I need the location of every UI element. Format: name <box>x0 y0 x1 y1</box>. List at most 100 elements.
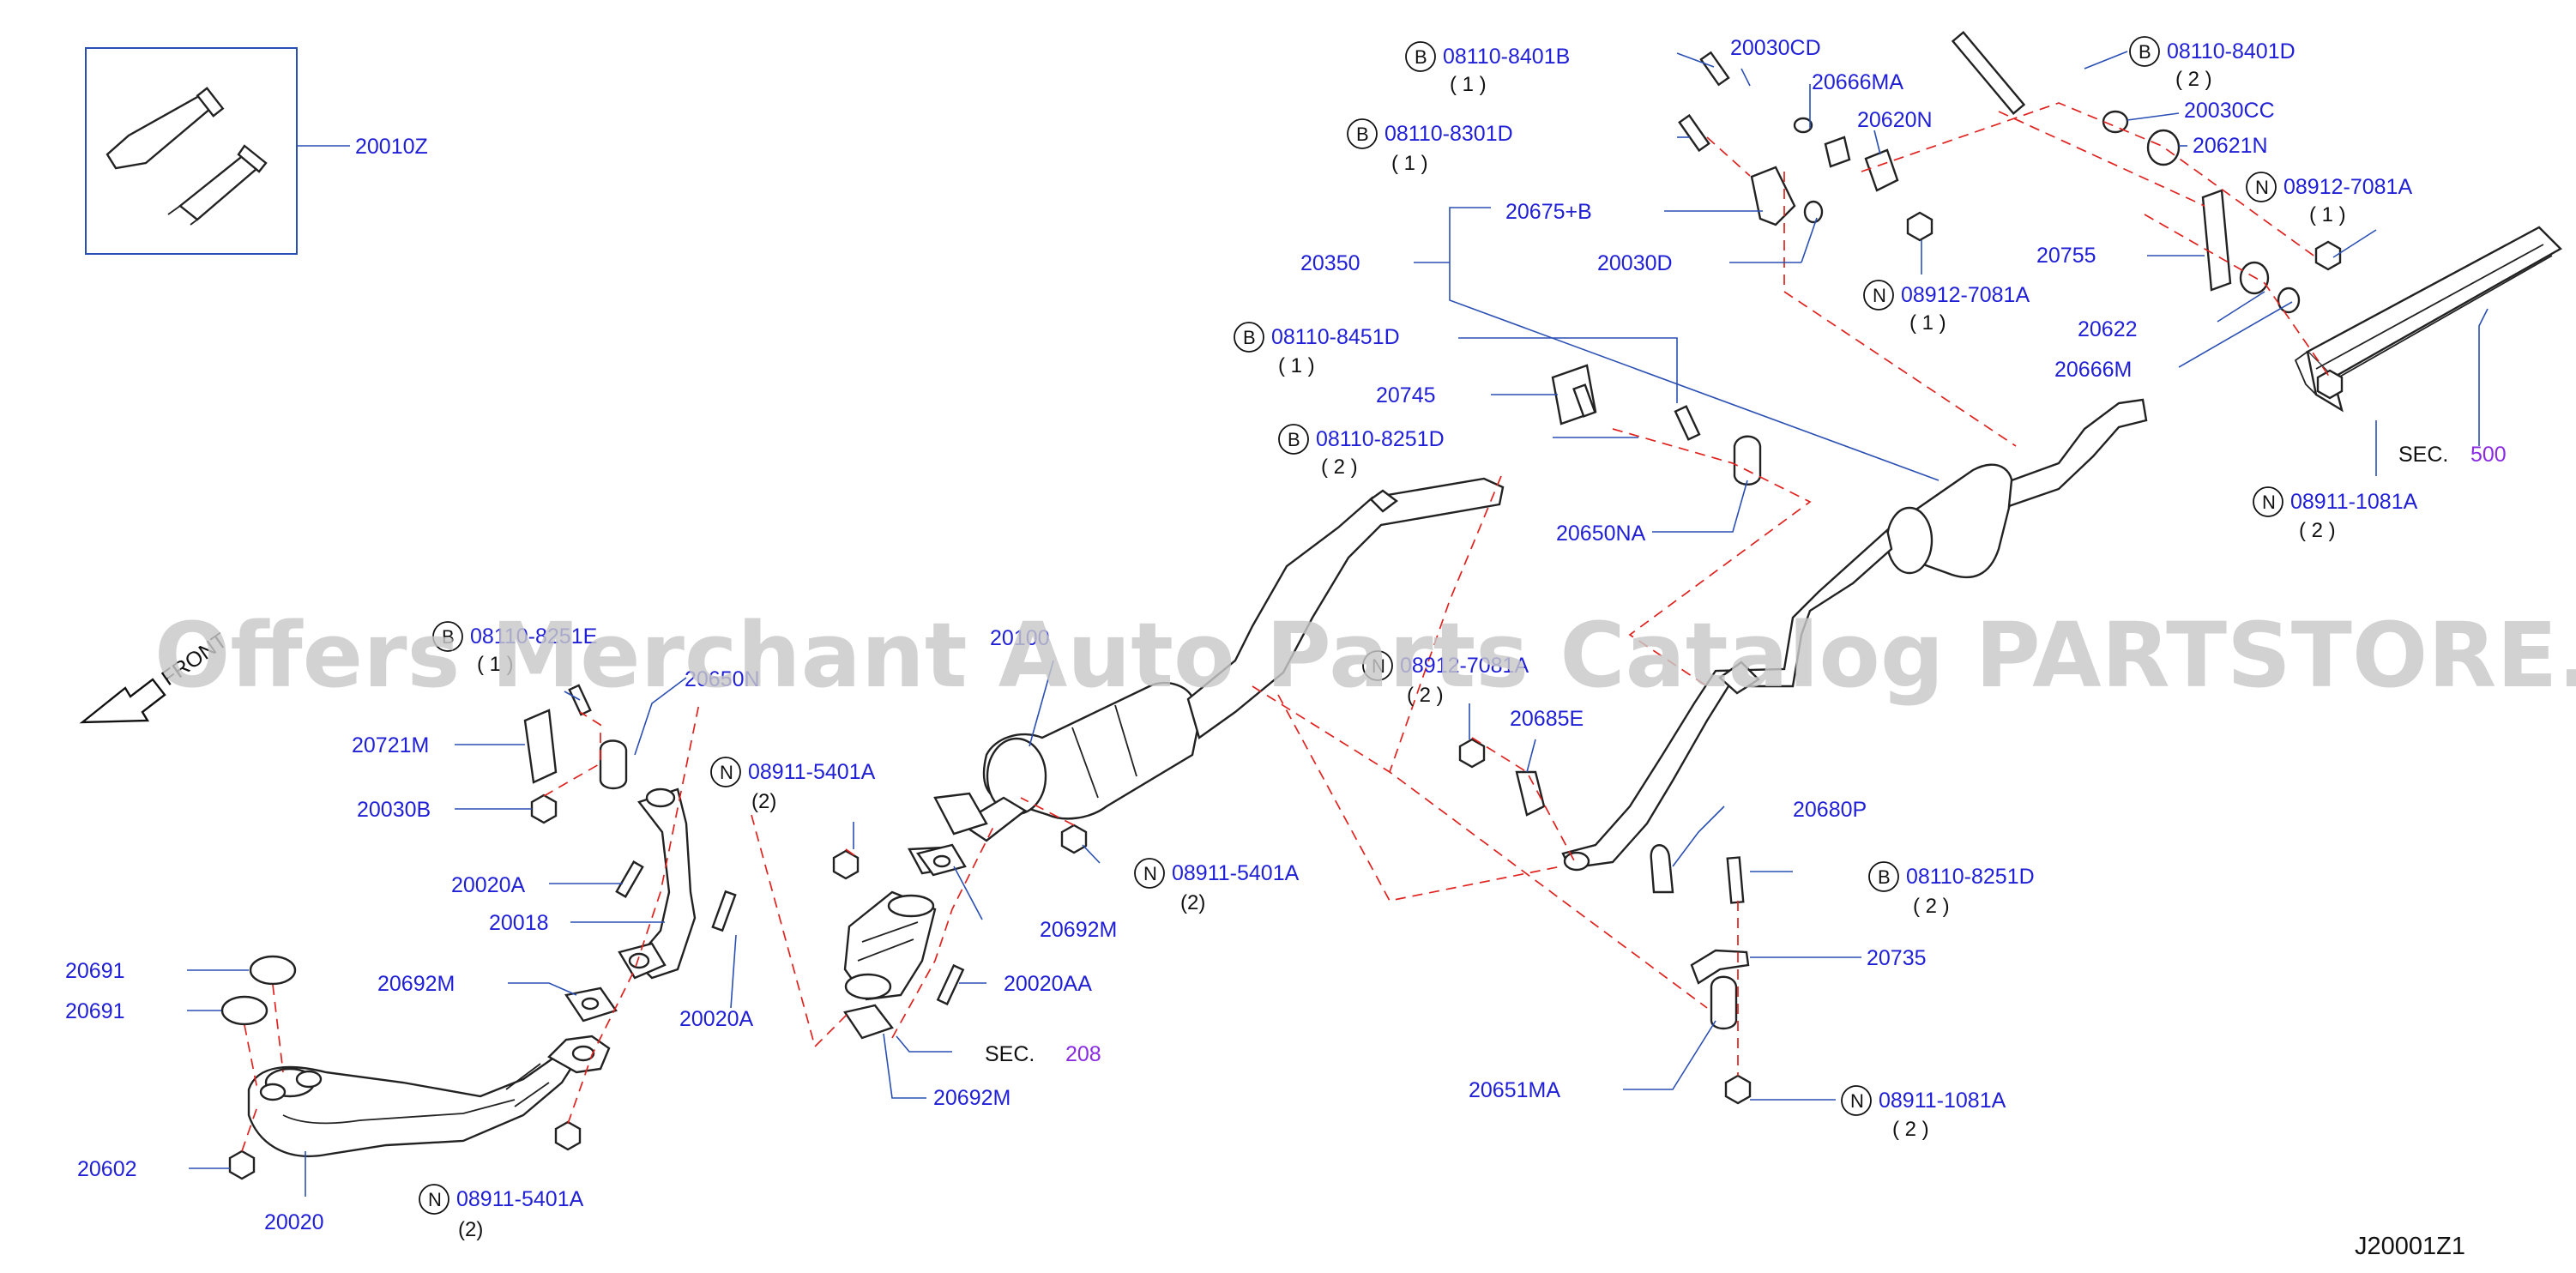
callout-08110-8401D[interactable]: B 08110-8401D ( 2 ) <box>2129 36 2295 91</box>
callout-20621N[interactable]: 20621N <box>2193 134 2268 158</box>
callout-08911-1081A-a[interactable]: N 08911-1081A ( 2 ) <box>2253 486 2418 542</box>
callout-08110-8251D-b[interactable]: B 08110-8251D ( 2 ) <box>1868 861 2035 918</box>
callout-08911-5401A-a[interactable]: N 08911-5401A (2) <box>419 1184 584 1241</box>
svg-text:B: B <box>442 626 455 648</box>
svg-text:08911-5401A: 08911-5401A <box>1172 861 1300 885</box>
center-converter-pipe <box>933 477 1505 842</box>
callout-20020A-a[interactable]: 20020A <box>451 873 526 897</box>
svg-text:(2): (2) <box>1180 891 1205 914</box>
svg-text:N: N <box>428 1189 442 1210</box>
callout-08911-5401A-b[interactable]: N 08911-5401A (2) <box>710 757 876 813</box>
callout-20030B[interactable]: 20030B <box>357 798 431 822</box>
callout-20018[interactable]: 20018 <box>489 911 549 935</box>
leader-lines <box>187 51 2489 1197</box>
callout-08912-7081A-a[interactable]: N 08912-7081A ( 1 ) <box>2246 172 2412 226</box>
svg-text:( 2 ): ( 2 ) <box>1913 895 1950 918</box>
callout-20692M-c[interactable]: 20692M <box>933 1086 1010 1110</box>
callout-20685E[interactable]: 20685E <box>1510 707 1584 731</box>
assembly-dashed-lines <box>241 102 2331 1152</box>
callout-20666M[interactable]: 20666M <box>2054 358 2132 382</box>
svg-text:N: N <box>1143 863 1157 884</box>
callout-08110-8301D[interactable]: B 08110-8301D ( 1 ) <box>1347 118 1513 175</box>
svg-text:08912-7081A: 08912-7081A <box>2283 175 2412 199</box>
callout-20030CD[interactable]: 20030CD <box>1730 36 1821 60</box>
svg-text:SEC.: SEC. <box>2398 443 2448 467</box>
callout-20030CC[interactable]: 20030CC <box>2184 99 2275 123</box>
front-arrow-icon <box>79 678 166 724</box>
svg-text:08110-8301D: 08110-8301D <box>1385 122 1513 146</box>
svg-text:B: B <box>2139 41 2151 63</box>
callout-20692M-b[interactable]: 20692M <box>1040 918 1117 942</box>
svg-text:N: N <box>720 762 733 783</box>
callout-20680P[interactable]: 20680P <box>1793 798 1867 822</box>
callout-20735[interactable]: 20735 <box>1867 946 1927 970</box>
callout-20030D[interactable]: 20030D <box>1597 251 1673 275</box>
callout-20666MA[interactable]: 20666MA <box>1812 70 1903 94</box>
callout-20691-b[interactable]: 20691 <box>65 999 125 1023</box>
part-illustrations <box>79 31 2562 1180</box>
callout-20620N[interactable]: 20620N <box>1857 108 1933 132</box>
svg-text:B: B <box>1415 46 1427 68</box>
callout-20692M-a[interactable]: 20692M <box>377 972 455 996</box>
callout-20755[interactable]: 20755 <box>2036 244 2096 268</box>
callout-20622[interactable]: 20622 <box>2078 317 2138 341</box>
section-ref-208[interactable]: SEC. 208 <box>985 1042 1101 1066</box>
svg-text:( 1 ): ( 1 ) <box>1450 73 1487 96</box>
callout-20100[interactable]: 20100 <box>990 626 1050 650</box>
callout-20602[interactable]: 20602 <box>77 1157 137 1181</box>
callout-20721M[interactable]: 20721M <box>352 733 429 757</box>
callout-08912-7081A-c[interactable]: N 08912-7081A ( 2 ) <box>1362 650 1529 707</box>
svg-text:208: 208 <box>1065 1042 1101 1066</box>
callout-20650NA[interactable]: 20650NA <box>1556 522 1646 546</box>
svg-text:08110-8251D: 08110-8251D <box>1906 865 2035 889</box>
callout-20020[interactable]: 20020 <box>264 1210 324 1234</box>
callout-08911-5401A-c[interactable]: N 08911-5401A (2) <box>1134 858 1300 914</box>
callout-20020A-b[interactable]: 20020A <box>679 1007 754 1031</box>
callout-08110-8251E[interactable]: B 08110-8251E ( 1 ) <box>432 621 597 676</box>
svg-text:( 2 ): ( 2 ) <box>2175 68 2212 91</box>
svg-text:( 1 ): ( 1 ) <box>477 653 514 676</box>
svg-text:( 2 ): ( 2 ) <box>1321 456 1358 479</box>
callout-20691-a[interactable]: 20691 <box>65 959 125 983</box>
svg-text:08911-5401A: 08911-5401A <box>748 760 876 784</box>
callout-08110-8251D-a[interactable]: B 08110-8251D ( 2 ) <box>1278 424 1445 479</box>
svg-text:N: N <box>2262 492 2276 513</box>
callout-08110-8401B[interactable]: B 08110-8401B ( 1 ) <box>1405 41 1570 96</box>
svg-text:( 1 ): ( 1 ) <box>1909 311 1946 335</box>
svg-text:( 1 ): ( 1 ) <box>1391 152 1428 175</box>
callout-20350[interactable]: 20350 <box>1300 251 1360 275</box>
svg-text:( 2 ): ( 2 ) <box>1892 1118 1929 1141</box>
svg-text:B: B <box>1356 124 1369 145</box>
callout-20650N[interactable]: 20650N <box>685 667 760 691</box>
svg-text:08911-5401A: 08911-5401A <box>456 1187 584 1211</box>
callout-20675B[interactable]: 20675+B <box>1505 200 1592 224</box>
callout-20651MA[interactable]: 20651MA <box>1469 1078 1560 1102</box>
svg-text:08110-8251D: 08110-8251D <box>1316 427 1445 451</box>
svg-text:B: B <box>1243 327 1256 348</box>
svg-text:N: N <box>1850 1090 1864 1112</box>
callout-08912-7081A-b[interactable]: N 08912-7081A ( 1 ) <box>1863 280 2030 335</box>
callout-20020AA[interactable]: 20020AA <box>1004 972 1092 996</box>
svg-text:N: N <box>2255 177 2269 198</box>
svg-text:B: B <box>1288 429 1300 450</box>
svg-text:SEC.: SEC. <box>985 1042 1035 1066</box>
svg-text:08912-7081A: 08912-7081A <box>1400 654 1529 678</box>
callout-20010Z[interactable]: 20010Z <box>355 135 428 159</box>
watermark-text: Offers Merchant Auto Parts Catalog PARTS… <box>154 603 2576 708</box>
front-pipe-20020 <box>247 1035 611 1158</box>
catalytic-converter <box>843 846 954 1040</box>
callout-20745[interactable]: 20745 <box>1376 383 1436 407</box>
svg-text:08110-8401B: 08110-8401B <box>1443 45 1570 69</box>
svg-text:B: B <box>1878 866 1891 888</box>
callout-08911-1081A-b[interactable]: N 08911-1081A ( 2 ) <box>1841 1085 2006 1141</box>
svg-text:N: N <box>1873 285 1886 306</box>
callout-labels: 20010Z B 08110-8401B ( 1 ) B 08110-8301D… <box>65 36 2507 1260</box>
svg-text:08110-8451D: 08110-8451D <box>1271 325 1400 349</box>
svg-text:08911-1081A: 08911-1081A <box>1879 1089 2006 1113</box>
section-ref-500[interactable]: SEC. 500 <box>2398 443 2507 467</box>
svg-text:(2): (2) <box>458 1218 483 1241</box>
svg-text:( 2 ): ( 2 ) <box>2299 519 2336 542</box>
callout-08110-8451D[interactable]: B 08110-8451D ( 1 ) <box>1234 322 1400 377</box>
svg-text:( 2 ): ( 2 ) <box>1407 684 1444 707</box>
